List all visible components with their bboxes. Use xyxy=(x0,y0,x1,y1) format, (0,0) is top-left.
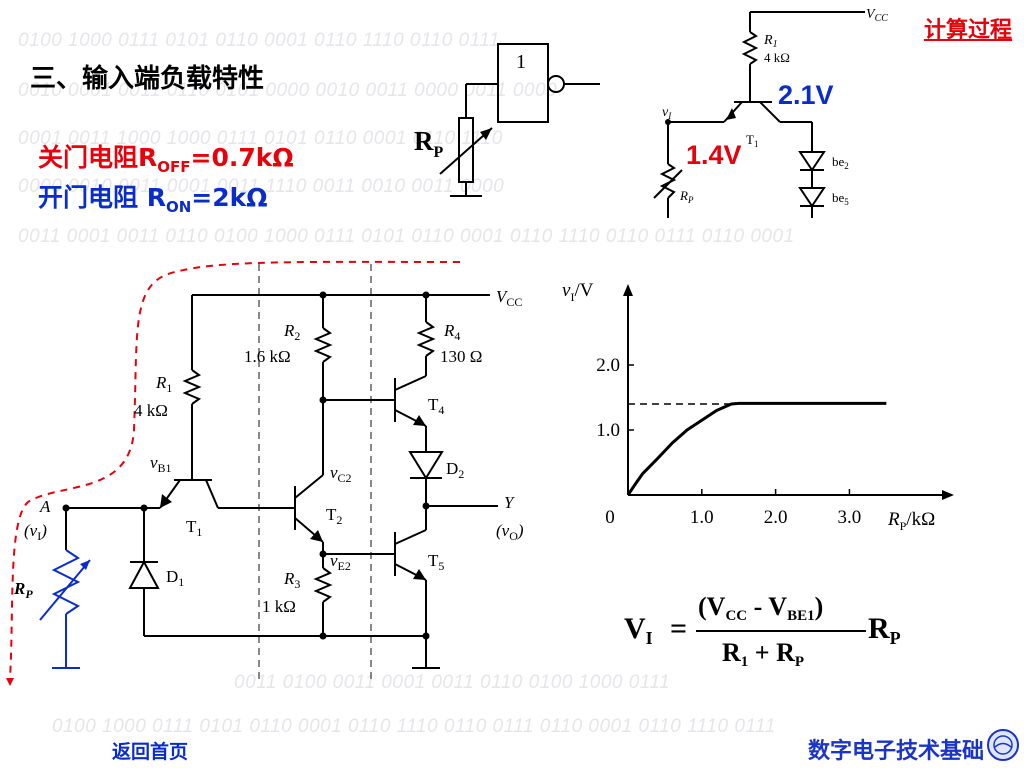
current-path-arrow xyxy=(9,260,461,679)
main-vo-label: (vO) xyxy=(496,521,524,543)
main-vc2-label: vC2 xyxy=(330,463,352,485)
main-d1-label: D1 xyxy=(166,567,184,589)
main-t2-label: T2 xyxy=(326,505,342,527)
input-load-chart: 0 1.0 2.0 3.0 1.0 2.0 vI/V RP/kΩ xyxy=(562,280,954,530)
formula-denominator: R1 + RP xyxy=(722,638,805,670)
main-rp-label: RP xyxy=(13,579,33,601)
formula-fraction-bar xyxy=(696,630,866,632)
calc-circuit: VCC R1 4 kΩ vI T1 be2 be5 RP xyxy=(653,7,888,218)
main-r4-label: R4 xyxy=(443,321,460,343)
bg-binary-6: 0011 0100 0011 0001 0011 0110 0100 1000 … xyxy=(234,672,671,693)
bg-binary-1: 0100 1000 0111 0101 0110 0001 0110 1110 … xyxy=(18,30,500,51)
series-line-0 xyxy=(626,401,887,496)
calc-r1-value: 4 kΩ xyxy=(764,50,790,65)
calc-vcc-label: VCC xyxy=(866,7,888,24)
bg-binary-4: 0000 0010 0011 0001 0011 1110 0011 0010 … xyxy=(18,176,505,197)
gate-number: 1 xyxy=(516,51,526,73)
formula-lhs: VI xyxy=(624,612,653,648)
calc-diode-be5 xyxy=(798,187,826,208)
formula-equals: = xyxy=(670,612,688,645)
x-tick-label: 0 xyxy=(605,507,615,528)
main-vb1-label: vB1 xyxy=(150,453,172,475)
calc-diode-be2 xyxy=(798,151,826,172)
university-logo-icon xyxy=(987,729,1019,761)
calc-r1-label: R1 xyxy=(763,33,778,50)
main-rp-resistor xyxy=(51,549,81,615)
calculation-link[interactable]: 计算过程 xyxy=(923,18,1012,43)
on-resistance-label: 开门电阻 RON=2kΩ xyxy=(38,183,268,216)
main-r3-label: R3 xyxy=(283,569,300,591)
main-y-label: Y xyxy=(504,493,515,512)
x-tick-label: 2.0 xyxy=(764,507,788,528)
main-r2-label: R2 xyxy=(283,321,300,343)
main-vcc-label: VCC xyxy=(496,287,522,309)
calc-vi-label: vI xyxy=(662,105,672,121)
calc-rp-label: RP xyxy=(679,188,694,205)
main-ve2-label: vE2 xyxy=(330,551,351,573)
main-d2-label: D2 xyxy=(446,459,464,481)
main-vi-label: (vI) xyxy=(24,521,47,543)
bg-binary-5: 0011 0001 0011 0110 0100 1000 0111 0101 … xyxy=(18,226,795,247)
main-t1-label: T1 xyxy=(186,517,202,539)
gate-rp-label: RP xyxy=(414,126,444,161)
x-axis-arrow xyxy=(942,490,954,500)
main-diode-d1 xyxy=(128,559,160,589)
calc-be5-label: be5 xyxy=(832,190,849,207)
y-axis-label: vI/V xyxy=(562,280,594,304)
base-voltage-label: 2.1V xyxy=(778,80,834,110)
bg-binary-2: 0010 0001 0011 0110 0101 0000 0010 0011 … xyxy=(18,80,558,101)
main-r4-resistor xyxy=(416,321,436,357)
x-tick-label: 3.0 xyxy=(838,507,862,528)
calc-rp-resistor xyxy=(659,163,677,199)
x-axis-label: RP/kΩ xyxy=(887,509,935,530)
bg-binary-7: 0100 1000 0111 0101 0110 0001 0110 1110 … xyxy=(52,716,776,737)
ttl-circuit: VCC R1 4 kΩ R2 1.6 kΩ R3 1 kΩ R4 130 Ω v… xyxy=(6,260,524,686)
calc-be2-label: be2 xyxy=(832,154,849,171)
home-link[interactable]: 返回首页 xyxy=(112,741,189,763)
x-tick-label: 1.0 xyxy=(690,507,714,528)
calc-t1-label: T1 xyxy=(746,132,758,149)
main-r2-resistor xyxy=(313,327,333,363)
y-tick-label: 1.0 xyxy=(596,420,620,441)
main-r3-value: 1 kΩ xyxy=(262,597,296,616)
off-resistance-label: 关门电阻ROFF=0.7kΩ xyxy=(38,143,294,176)
formula-rhs: RP xyxy=(868,612,901,648)
formula-numerator: (VCC - VBE1) xyxy=(698,592,824,624)
slide-title: 三、输入端负载特性 xyxy=(30,64,265,94)
formula: VI = (VCC - VBE1) R1 + RP RP xyxy=(624,592,924,678)
y-tick-label: 2.0 xyxy=(596,355,620,376)
course-name: 数字电子技术基础 xyxy=(807,739,984,764)
gate-diagram: 1 RP xyxy=(414,43,600,197)
not-gate-bubble xyxy=(547,75,565,93)
main-r4-value: 130 Ω xyxy=(440,347,482,366)
main-r2-value: 1.6 kΩ xyxy=(244,347,291,366)
bg-binary-3: 0001 0011 1000 1000 0111 0101 0110 0001 … xyxy=(18,128,503,149)
main-t4-label: T4 xyxy=(428,395,444,417)
main-r1-value: 4 kΩ xyxy=(134,401,168,420)
main-r1-label: R1 xyxy=(155,373,172,395)
calc-r1-resistor xyxy=(741,31,759,65)
main-a-label: A xyxy=(39,497,51,516)
y-axis-arrow xyxy=(623,284,633,296)
main-diode-d2 xyxy=(408,451,444,480)
input-voltage-label: 1.4V xyxy=(686,140,742,170)
main-r1-resistor xyxy=(182,369,202,405)
main-t5-label: T5 xyxy=(428,551,444,573)
main-r3-resistor xyxy=(313,567,333,603)
